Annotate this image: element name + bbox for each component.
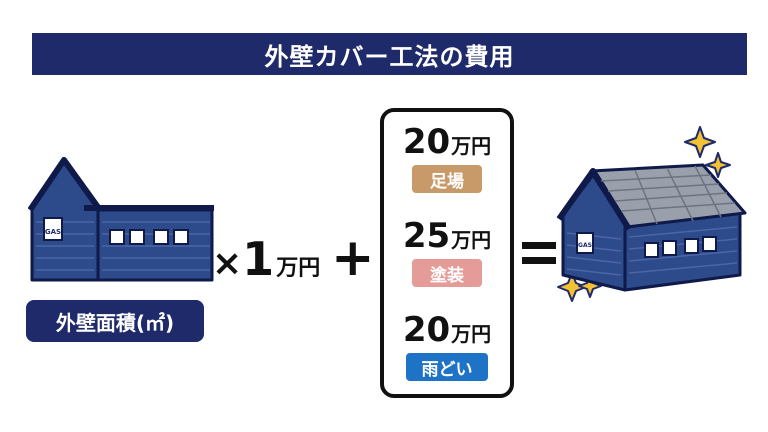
sparkle-icon — [705, 152, 731, 178]
renovated-house-icon: GAS — [556, 126, 747, 302]
plus-sign: + — [331, 228, 375, 288]
gas-sign — [576, 232, 594, 254]
cost-number: 25 — [402, 216, 451, 256]
cost-item-painting: 25 万円 塗装 — [384, 216, 510, 287]
wall-area-label: 外壁面積(㎡) — [26, 300, 204, 342]
svg-text:GAS: GAS — [578, 242, 592, 249]
tag-gutter: 雨どい — [406, 353, 488, 381]
cost-item-gutter: 20 万円 雨どい — [384, 310, 510, 381]
cost-breakdown-box: 20 万円 足場 25 万円 塗装 20 万円 雨どい — [380, 108, 514, 398]
rate-formula: × 1 万円 — [212, 232, 321, 286]
cost-item-scaffold: 20 万円 足場 — [384, 122, 510, 193]
equals-icon — [522, 242, 556, 264]
house-icon: GAS — [28, 157, 214, 282]
times-sign: × — [212, 243, 243, 284]
cost-unit: 万円 — [451, 228, 492, 252]
cost-number: 20 — [402, 310, 451, 350]
tag-painting: 塗装 — [412, 259, 482, 287]
cost-number: 20 — [402, 122, 451, 162]
tag-scaffold: 足場 — [412, 165, 482, 193]
rate-number: 1 — [242, 232, 275, 286]
page-title: 外壁カバー工法の費用 — [264, 42, 515, 71]
sparkle-icon — [684, 126, 716, 158]
rate-unit: 万円 — [276, 256, 321, 281]
cost-unit: 万円 — [451, 322, 492, 346]
gas-sign — [43, 217, 63, 241]
title-banner: 外壁カバー工法の費用 — [32, 33, 747, 75]
svg-text:GAS: GAS — [45, 228, 61, 236]
cost-unit: 万円 — [451, 134, 492, 158]
sparkle-icon — [557, 272, 587, 302]
